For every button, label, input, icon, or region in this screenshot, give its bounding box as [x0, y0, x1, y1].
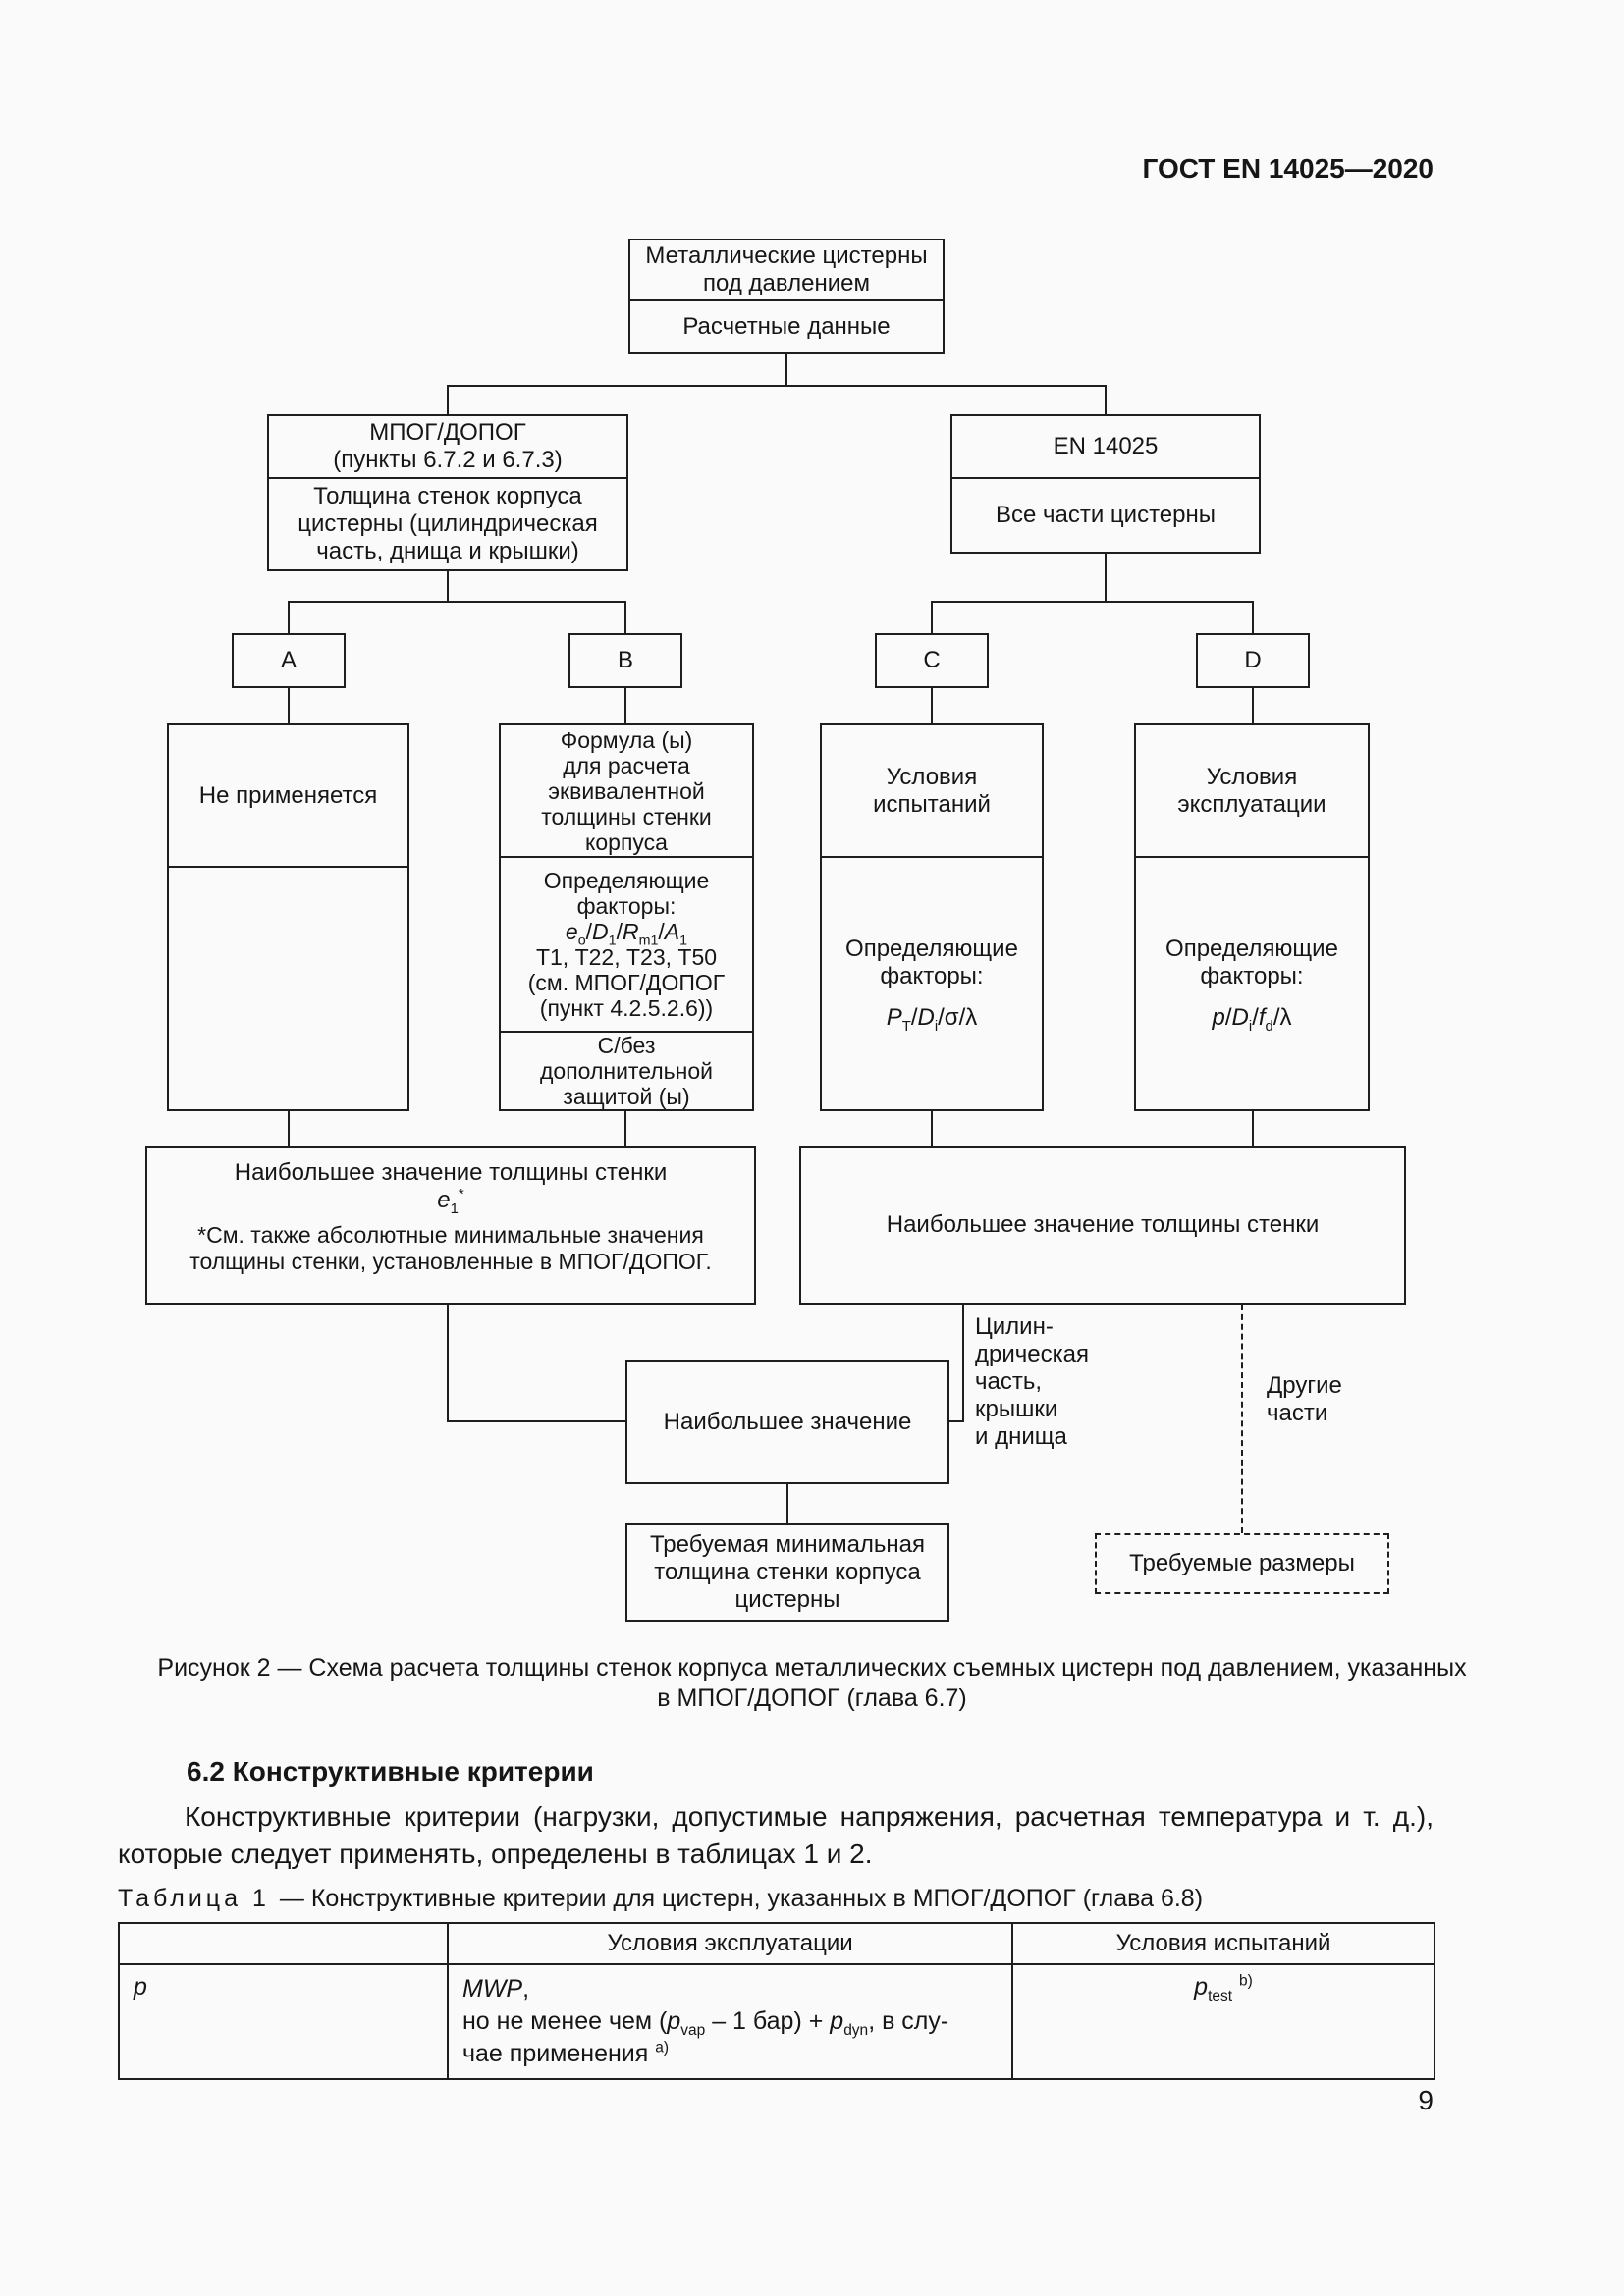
connector-line [962, 1305, 964, 1422]
connector-line [447, 1305, 449, 1422]
connector-line [1252, 1111, 1254, 1147]
connector-line [1105, 554, 1107, 602]
node-label-c-text: C [923, 647, 941, 673]
connector-line [931, 688, 933, 724]
node-label-b-text: B [617, 647, 633, 673]
section-heading: 6.2 Конструктивные критерии [187, 1756, 594, 1787]
node-a-empty-cell [169, 866, 407, 1109]
table-cell-operating: MWP,но не менее чем (pvap – 1 бар) + pdy… [447, 1963, 1013, 2080]
connector-line [786, 1484, 788, 1523]
node-column-a: Не применяется [167, 723, 409, 1111]
table-cell-test: ptest b) [1011, 1963, 1435, 2080]
node-c-factors-formula: PT/Di/σ/λ [886, 1004, 978, 1035]
table-caption-label: Таблица 1 [118, 1885, 270, 1912]
node-d-factors-formula: p/Di/fd/λ [1212, 1004, 1292, 1035]
node-max-left-symbol: e1* [437, 1187, 464, 1217]
connector-line [949, 1420, 964, 1422]
connector-line [624, 688, 626, 724]
node-label-d: D [1196, 633, 1310, 688]
figure-caption: Рисунок 2 — Схема расчета толщины стенок… [88, 1653, 1536, 1714]
table-header-empty [118, 1922, 449, 1965]
node-max-thickness-right: Наибольшее значение толщины стенки [799, 1146, 1406, 1305]
table-1: Условия эксплуатации Условия испытаний p… [118, 1922, 1435, 2080]
connector-line [288, 1111, 290, 1147]
node-max-value-text: Наибольшее значение [663, 1408, 912, 1435]
figure-caption-line2: в МПОГ/ДОПОГ (глава 6.7) [657, 1684, 967, 1712]
node-a-not-applicable: Не применяется [169, 725, 407, 866]
node-label-a-text: A [280, 647, 297, 673]
connector-line [624, 601, 626, 634]
table-cell-param: p [118, 1963, 449, 2080]
node-en14025-title: EN 14025 [1053, 433, 1159, 459]
connector-line [931, 601, 1254, 603]
page-number: 9 [1418, 2085, 1434, 2115]
connector-line [288, 601, 290, 634]
table-header-row: Условия эксплуатации Условия испытаний [118, 1922, 1435, 1965]
node-design-data: Расчетные данные [630, 299, 943, 352]
page-header: ГОСТ EN 14025—2020 [1142, 153, 1434, 184]
node-label-c: C [875, 633, 989, 688]
dashed-connector-line [1241, 1305, 1243, 1533]
connector-line [931, 1111, 933, 1147]
table-caption: Таблица 1 — Конструктивные критерии для ц… [118, 1885, 1203, 1913]
connector-line [624, 1111, 626, 1147]
node-max-left-title: Наибольшее значение толщины стенки [234, 1159, 668, 1186]
connector-line [1252, 601, 1254, 634]
node-max-thickness-left: Наибольшее значение толщины стенки e1* *… [145, 1146, 756, 1305]
connector-line [447, 571, 449, 602]
node-en14025-body-cell: Все части цистерны [952, 477, 1259, 552]
connector-line [1252, 688, 1254, 724]
connector-line [288, 688, 290, 724]
node-max-right-text: Наибольшее значение толщины стенки [886, 1211, 1320, 1238]
table-row: p MWP,но не менее чем (pvap – 1 бар) + p… [118, 1963, 1435, 2080]
table-header-test: Условия испытаний [1011, 1922, 1435, 1965]
node-required-dimensions: Требуемые размеры [1095, 1533, 1389, 1594]
figure-caption-line1: Рисунок 2 — Схема расчета толщины стенок… [157, 1654, 1467, 1682]
connector-line [447, 1420, 625, 1422]
node-max-left-footnote: *См. также абсолютные минимальные значен… [189, 1222, 712, 1274]
connector-line [931, 601, 933, 634]
node-label-b: B [568, 633, 682, 688]
connector-line [447, 385, 1107, 387]
node-rid-adr: МПОГ/ДОПОГ(пункты 6.7.2 и 6.7.3) Толщина… [267, 414, 628, 571]
node-label-a: A [232, 633, 346, 688]
node-en14025: EN 14025 Все части цистерны [950, 414, 1261, 554]
node-design-data-label: Расчетные данные [682, 313, 891, 340]
connector-line [1105, 385, 1107, 415]
connector-line [288, 601, 626, 603]
connector-line [447, 385, 449, 415]
table-header-operating: Условия эксплуатации [447, 1922, 1013, 1965]
node-a-not-applicable-text: Не применяется [198, 781, 378, 809]
node-en14025-title-cell: EN 14025 [952, 416, 1259, 477]
connector-line [785, 354, 787, 385]
node-max-value: Наибольшее значение [625, 1360, 949, 1484]
node-rid-adr-title: МПОГ/ДОПОГ(пункты 6.7.2 и 6.7.3) [333, 419, 563, 473]
node-en14025-body: Все части цистерны [995, 502, 1216, 528]
table-caption-text: — Конструктивные критерии для цистерн, у… [279, 1885, 1204, 1912]
body-paragraph: Конструктивные критерии (нагрузки, допус… [118, 1801, 1434, 1869]
node-required-dimensions-text: Требуемые размеры [1129, 1550, 1355, 1576]
node-label-d-text: D [1244, 647, 1262, 673]
